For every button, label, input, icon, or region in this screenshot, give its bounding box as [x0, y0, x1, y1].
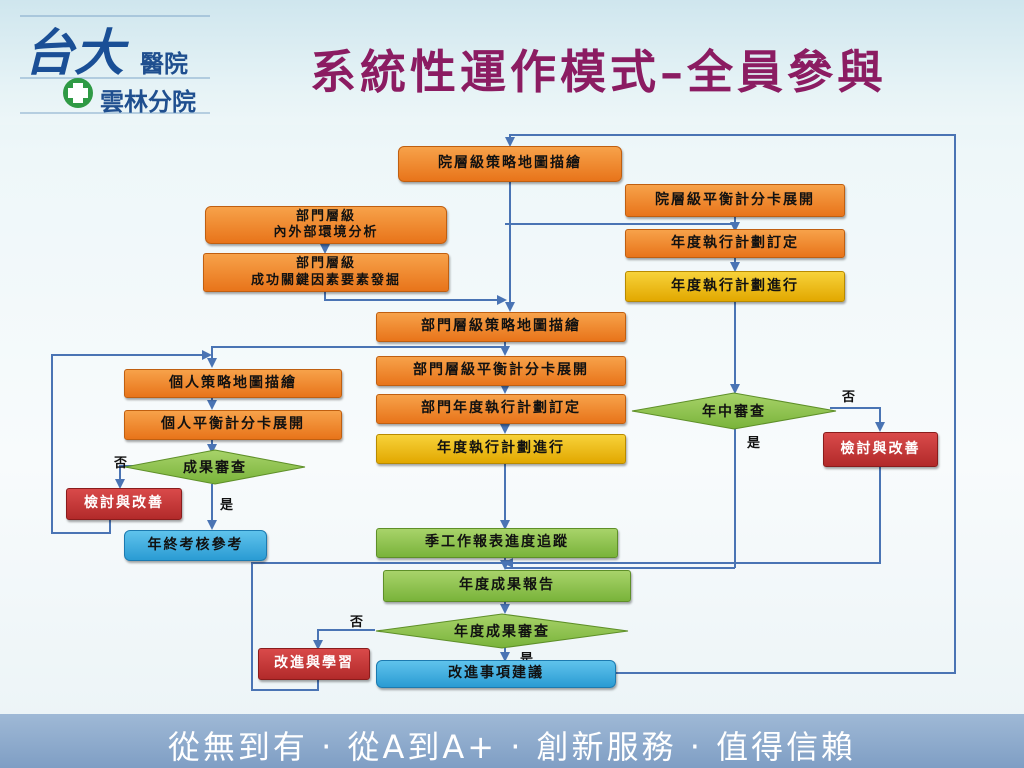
- annual-review-diamond: [375, 613, 629, 649]
- mid-year-yes-label: 是: [747, 436, 761, 451]
- dept-strategy-map-box: 部門層級策略地圖描繪: [376, 312, 626, 342]
- mid-year-review-diamond: [631, 392, 837, 430]
- connector-annual-no: [313, 629, 375, 650]
- logo-text-branch: 雲林分院: [100, 87, 196, 116]
- annual-review-no-label: 否: [350, 615, 364, 630]
- connector-feedback-loop: [505, 134, 956, 674]
- connector-improve-learn-loop: [251, 562, 505, 691]
- connector-midyear-no: [830, 407, 885, 432]
- hospital-annual-plan-box: 年度執行計劃訂定: [625, 229, 845, 258]
- footer-slogan: 從無到有 ‧ 從A到A+ ‧ 創新服務 ‧ 值得信賴: [167, 728, 857, 766]
- dept-env-analysis-box: 部門層級 內外部環境分析: [205, 206, 447, 244]
- hospital-annual-exec-box: 年度執行計劃進行: [625, 271, 845, 302]
- personal-review-no-label: 否: [114, 456, 128, 471]
- logo-text-hospital: 醫院: [140, 49, 188, 78]
- hospital-strategy-map-box: 院層級策略地圖描繪: [398, 146, 622, 182]
- dept-annual-plan-box: 部門年度執行計劃訂定: [376, 394, 626, 424]
- personal-strategy-map-box: 個人策略地圖描繪: [124, 369, 342, 398]
- connector-dept-to-personal: [207, 346, 505, 368]
- year-end-reference-box: 年終考核參考: [124, 530, 267, 561]
- hospital-logo: 台大: [20, 12, 210, 117]
- dept-bsc-box: 部門層級平衡計分卡展開: [376, 356, 626, 386]
- annual-review-label: 年度成果審查: [454, 624, 550, 640]
- hospital-bsc-box: 院層級平衡計分卡展開: [625, 184, 845, 217]
- svg-text:台大: 台大: [24, 23, 130, 82]
- personal-review-label: 成果審查: [183, 460, 247, 476]
- annual-report-box: 年度成果報告: [383, 570, 631, 602]
- personal-improve-box: 檢討與改善: [66, 488, 182, 520]
- improvement-suggestions-box: 改進事項建議: [376, 660, 616, 688]
- personal-review-diamond: [124, 449, 306, 485]
- logo-graphic: 台大: [20, 15, 210, 114]
- dept-annual-exec-box: 年度執行計劃進行: [376, 434, 626, 464]
- connector-personal-loop: [51, 350, 212, 534]
- personal-review-yes-label: 是: [220, 498, 234, 513]
- quarterly-tracking-box: 季工作報表進度追蹤: [376, 528, 618, 558]
- mid-year-no-label: 否: [842, 390, 856, 405]
- footer-band: 從無到有 ‧ 從A到A+ ‧ 創新服務 ‧ 值得信賴: [0, 714, 1024, 768]
- mid-year-review-label: 年中審查: [702, 404, 766, 420]
- connector-improve-to-report: [503, 465, 881, 568]
- connector-ksf-to-center: [324, 290, 507, 305]
- personal-bsc-box: 個人平衡計分卡展開: [124, 410, 342, 440]
- header-band: [0, 0, 1024, 125]
- dept-ksf-box: 部門層級 成功關鍵因素要素發掘: [203, 253, 449, 292]
- mid-year-improve-box: 檢討與改善: [823, 432, 938, 467]
- improve-learn-box: 改進與學習: [258, 648, 370, 680]
- page-title: 系統性運作模式–全員參與: [310, 45, 887, 99]
